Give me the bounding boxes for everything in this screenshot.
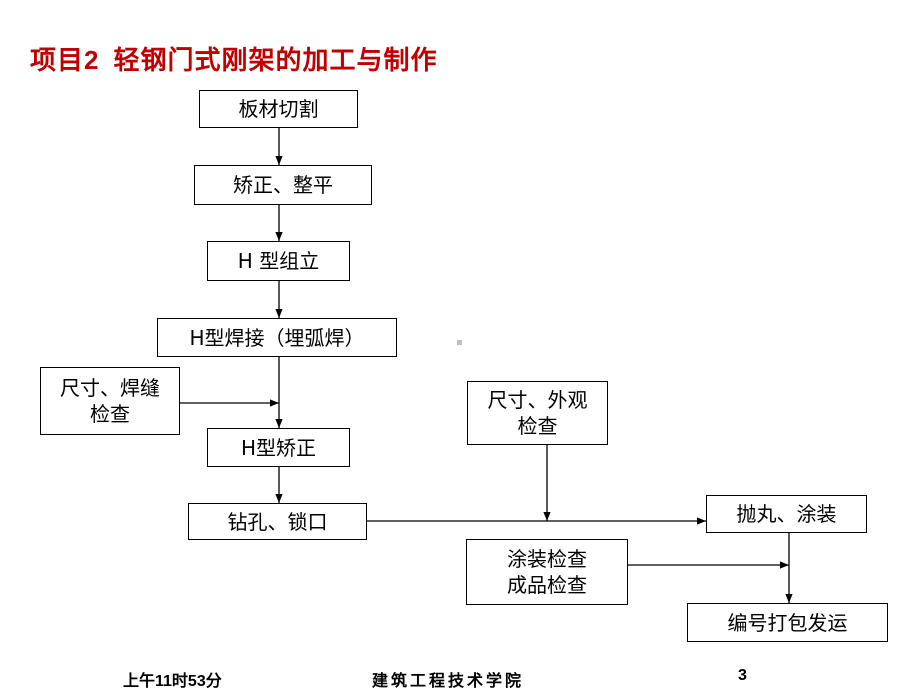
footer-school: 建筑工程技术学院	[372, 671, 525, 690]
step-plate-cutting: 板材切割	[199, 90, 358, 128]
step-dim-weld-check: 尺寸、焊缝 检查	[40, 367, 180, 435]
step-straighten-flatten: 矫正、整平	[194, 165, 372, 205]
title-text: 轻钢门式刚架的加工与制作	[113, 46, 438, 76]
page-title: 项目2 轻钢门式刚架的加工与制作	[30, 40, 437, 77]
step-coating-check: 涂装检查 成品检查	[466, 539, 628, 605]
step-h-assembly: H 型组立	[207, 241, 350, 281]
footer-page-number: 3	[738, 667, 747, 684]
step-h-welding: H型焊接（埋弧焊）	[157, 318, 397, 357]
title-prefix: 项目2	[30, 45, 100, 75]
slide-marker	[457, 340, 462, 345]
step-shot-blast-coat: 抛丸、涂装	[706, 495, 867, 533]
step-h-straighten: H型矫正	[207, 428, 350, 467]
step-drill-lock: 钻孔、锁口	[188, 503, 367, 540]
step-number-pack-ship: 编号打包发运	[687, 603, 888, 642]
footer-time: 上午11时53分	[123, 673, 222, 690]
step-dim-appearance-check: 尺寸、外观 检查	[467, 381, 608, 445]
